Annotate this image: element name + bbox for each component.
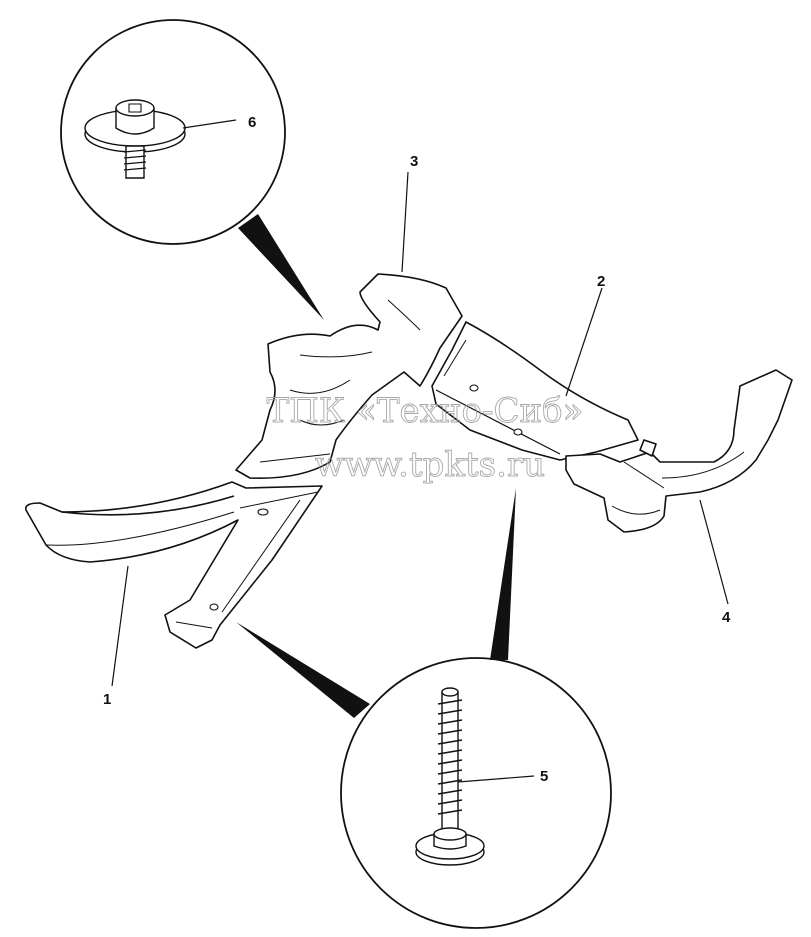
watermark-company: ТПК «Техно-Сиб»	[267, 391, 584, 431]
callout-5: 5	[540, 768, 548, 785]
callout-3: 3	[410, 153, 418, 170]
callout-2: 2	[597, 273, 605, 290]
part-3-center-shield	[235, 273, 463, 479]
callout-6: 6	[248, 114, 256, 131]
leader-lines	[111, 119, 729, 783]
part-2-right-shield	[431, 321, 639, 461]
flange-screw-icon	[84, 99, 186, 179]
detail-pointers	[236, 214, 516, 718]
detail-circle-6	[60, 19, 286, 245]
watermark-url: www.tpkts.ru	[315, 445, 545, 485]
long-screw-icon	[415, 687, 485, 866]
part-1-left-shield	[24, 481, 323, 649]
detail-circle-5	[340, 657, 612, 929]
part-4-right-bracket	[565, 369, 793, 533]
callout-1: 1	[103, 691, 111, 708]
callout-4: 4	[722, 609, 731, 626]
